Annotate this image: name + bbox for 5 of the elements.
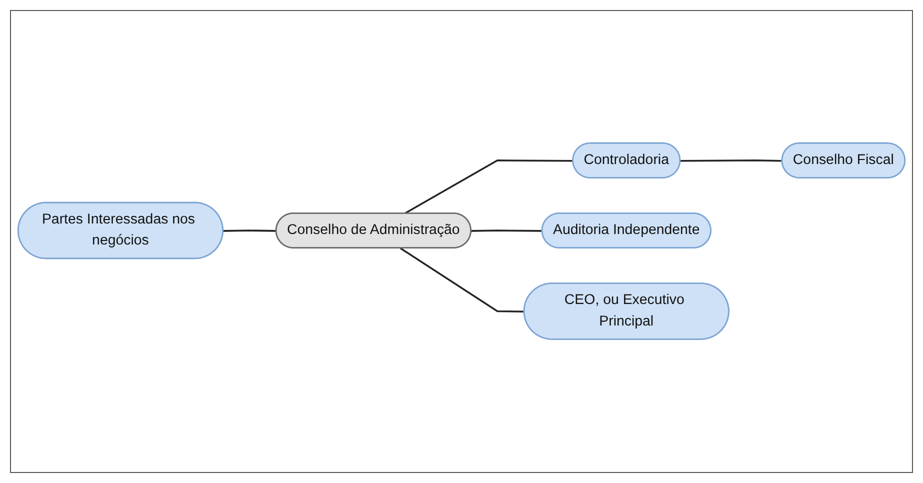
connector [680, 160, 782, 162]
connector [471, 230, 542, 232]
connector [223, 230, 276, 232]
connector [404, 160, 574, 215]
connector [400, 248, 524, 313]
